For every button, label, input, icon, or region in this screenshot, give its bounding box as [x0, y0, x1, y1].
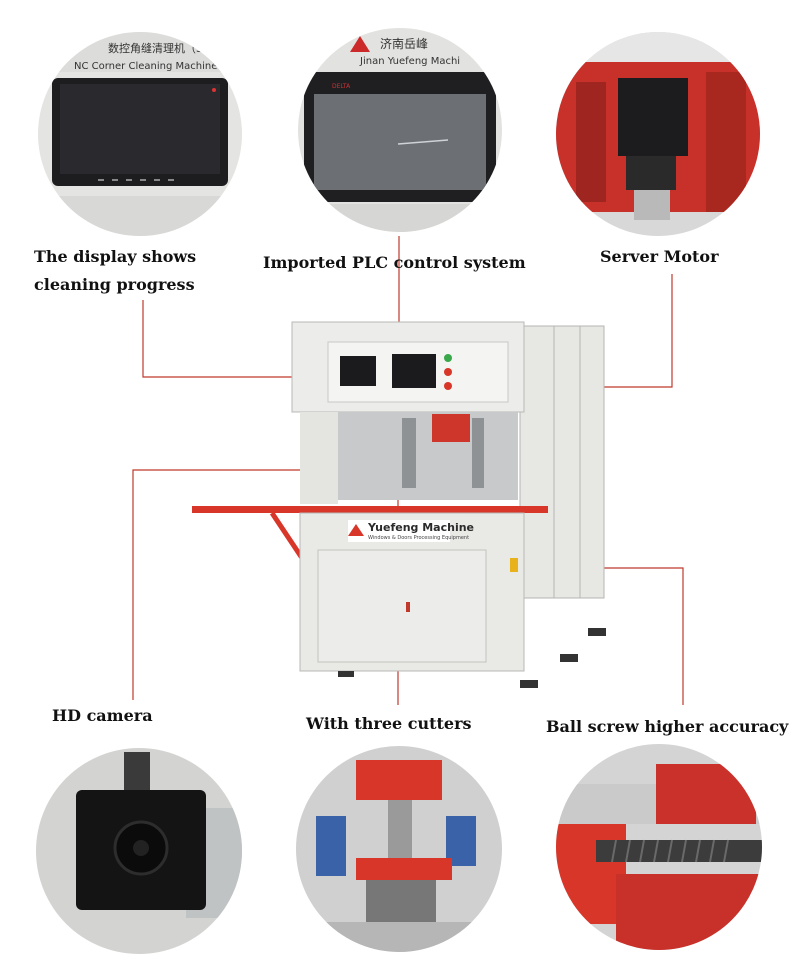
- display-label-line2: cleaning progress: [34, 275, 195, 294]
- servo-label: Server Motor: [600, 247, 719, 266]
- cutters-detail-circle: [296, 746, 502, 952]
- camera-callout-line: [132, 469, 330, 700]
- servo-detail-circle: [556, 32, 760, 236]
- display-panel-cn: 数控角缝清理机（SQJ: [108, 41, 215, 55]
- plc-panel-en: Jinan Yuefeng Machi: [359, 56, 460, 67]
- camera-detail-circle: [36, 748, 242, 954]
- plc-screen-brand: DELTA: [332, 83, 351, 90]
- display-label: The display shows cleaning progress: [34, 243, 196, 299]
- plc-detail-circle: 济南岳峰 Jinan Yuefeng Machi DELTA: [298, 28, 502, 232]
- display-panel-en: NC Corner Cleaning Machine: [74, 61, 217, 72]
- display-detail-circle: 数控角缝清理机（SQJ NC Corner Cleaning Machine: [38, 32, 242, 236]
- machine-brand: Yuefeng Machine: [367, 521, 474, 534]
- plc-panel-cn: 济南岳峰: [380, 36, 428, 51]
- camera-label: HD camera: [52, 706, 153, 725]
- plc-label: Imported PLC control system: [263, 253, 526, 272]
- ballscrew-label: Ball screw higher accuracy: [546, 717, 789, 736]
- ballscrew-callout-line: [588, 567, 684, 705]
- cutters-label: With three cutters: [306, 714, 472, 733]
- ballscrew-detail-circle: [556, 744, 762, 950]
- machine-illustration: Yuefeng Machine Windows & Doors Processi…: [192, 321, 606, 688]
- display-label-line1: The display shows: [34, 247, 197, 266]
- display-callout-line: [142, 300, 335, 378]
- machine-tagline: Windows & Doors Processing Equipment: [368, 535, 469, 541]
